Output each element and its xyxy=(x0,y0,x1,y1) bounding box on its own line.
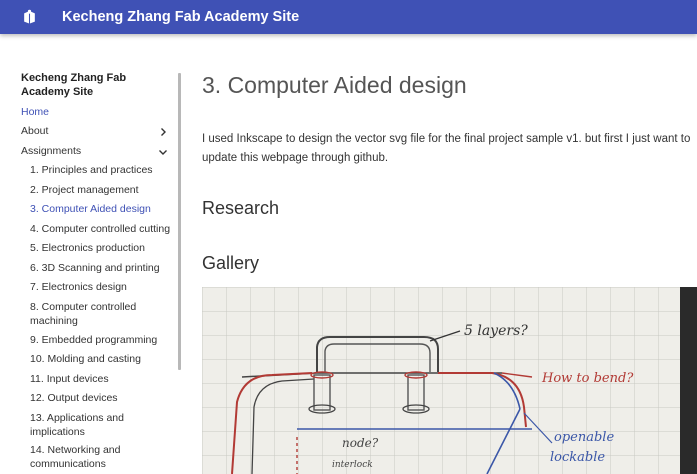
sidebar-item-assignment[interactable]: 9. Embedded programming xyxy=(30,334,158,346)
book-icon[interactable] xyxy=(21,9,38,25)
sketch-annotation-bend: How to bend? xyxy=(541,371,634,386)
site-title[interactable]: Kecheng Zhang Fab Academy Site xyxy=(62,9,300,25)
chevron-right-icon[interactable] xyxy=(158,127,168,137)
chevron-down-icon[interactable] xyxy=(158,147,168,157)
sidebar-item-assignment[interactable]: 13. Applications and implications xyxy=(30,412,124,438)
sidebar-site-title[interactable]: Kecheng Zhang Fab Academy Site xyxy=(21,72,127,98)
sketch-annotation-node: node? xyxy=(342,436,379,450)
sidebar-item-assignment[interactable]: 4. Computer controlled cutting xyxy=(30,223,171,235)
sidebar-item-assignment[interactable]: 1. Principles and practices xyxy=(30,164,153,176)
sidebar-item-about[interactable]: About xyxy=(21,125,49,137)
sidebar-item-assignment[interactable]: 12. Output devices xyxy=(30,392,118,404)
sidebar-item-assignment[interactable]: 5. Electronics production xyxy=(30,242,145,254)
research-heading: Research xyxy=(202,198,280,218)
gallery-sketch-image: 5 layers? How to bend? openable lockable… xyxy=(202,287,697,474)
sidebar-scrollbar[interactable] xyxy=(178,73,181,370)
sidebar-item-assignments[interactable]: Assignments xyxy=(21,145,82,157)
sketch-annotation-layers: 5 layers? xyxy=(464,323,528,339)
sketch-drawing: 5 layers? How to bend? openable lockable… xyxy=(202,287,697,474)
page-title: 3. Computer Aided design xyxy=(202,72,467,98)
sidebar-item-assignment[interactable]: 8. Computer controlled machining xyxy=(30,301,137,327)
gallery-heading: Gallery xyxy=(202,253,260,273)
sidebar-item-assignment[interactable]: 11. Input devices xyxy=(30,373,109,385)
sidebar-item-assignment[interactable]: 2. Project management xyxy=(30,184,139,196)
intro-paragraph: I used Inkscape to design the vector svg… xyxy=(202,133,691,164)
sidebar-item-assignment[interactable]: 10. Molding and casting xyxy=(30,353,141,365)
sketch-annotation-openable: openable xyxy=(554,430,614,445)
sidebar-item-assignment[interactable]: 6. 3D Scanning and printing xyxy=(30,262,160,274)
top-header: Kecheng Zhang Fab Academy Site xyxy=(0,0,697,34)
sidebar-item-assignment[interactable]: 7. Electronics design xyxy=(30,281,127,293)
sidebar-item-assignment-active[interactable]: 3. Computer Aided design xyxy=(30,203,151,215)
sidebar-item-home[interactable]: Home xyxy=(21,106,50,118)
sidebar-item-assignment[interactable]: 14. Networking and communications xyxy=(30,444,121,470)
sketch-annotation-interlock: interlock xyxy=(332,460,373,470)
sketch-annotation-lockable: lockable xyxy=(550,450,605,465)
